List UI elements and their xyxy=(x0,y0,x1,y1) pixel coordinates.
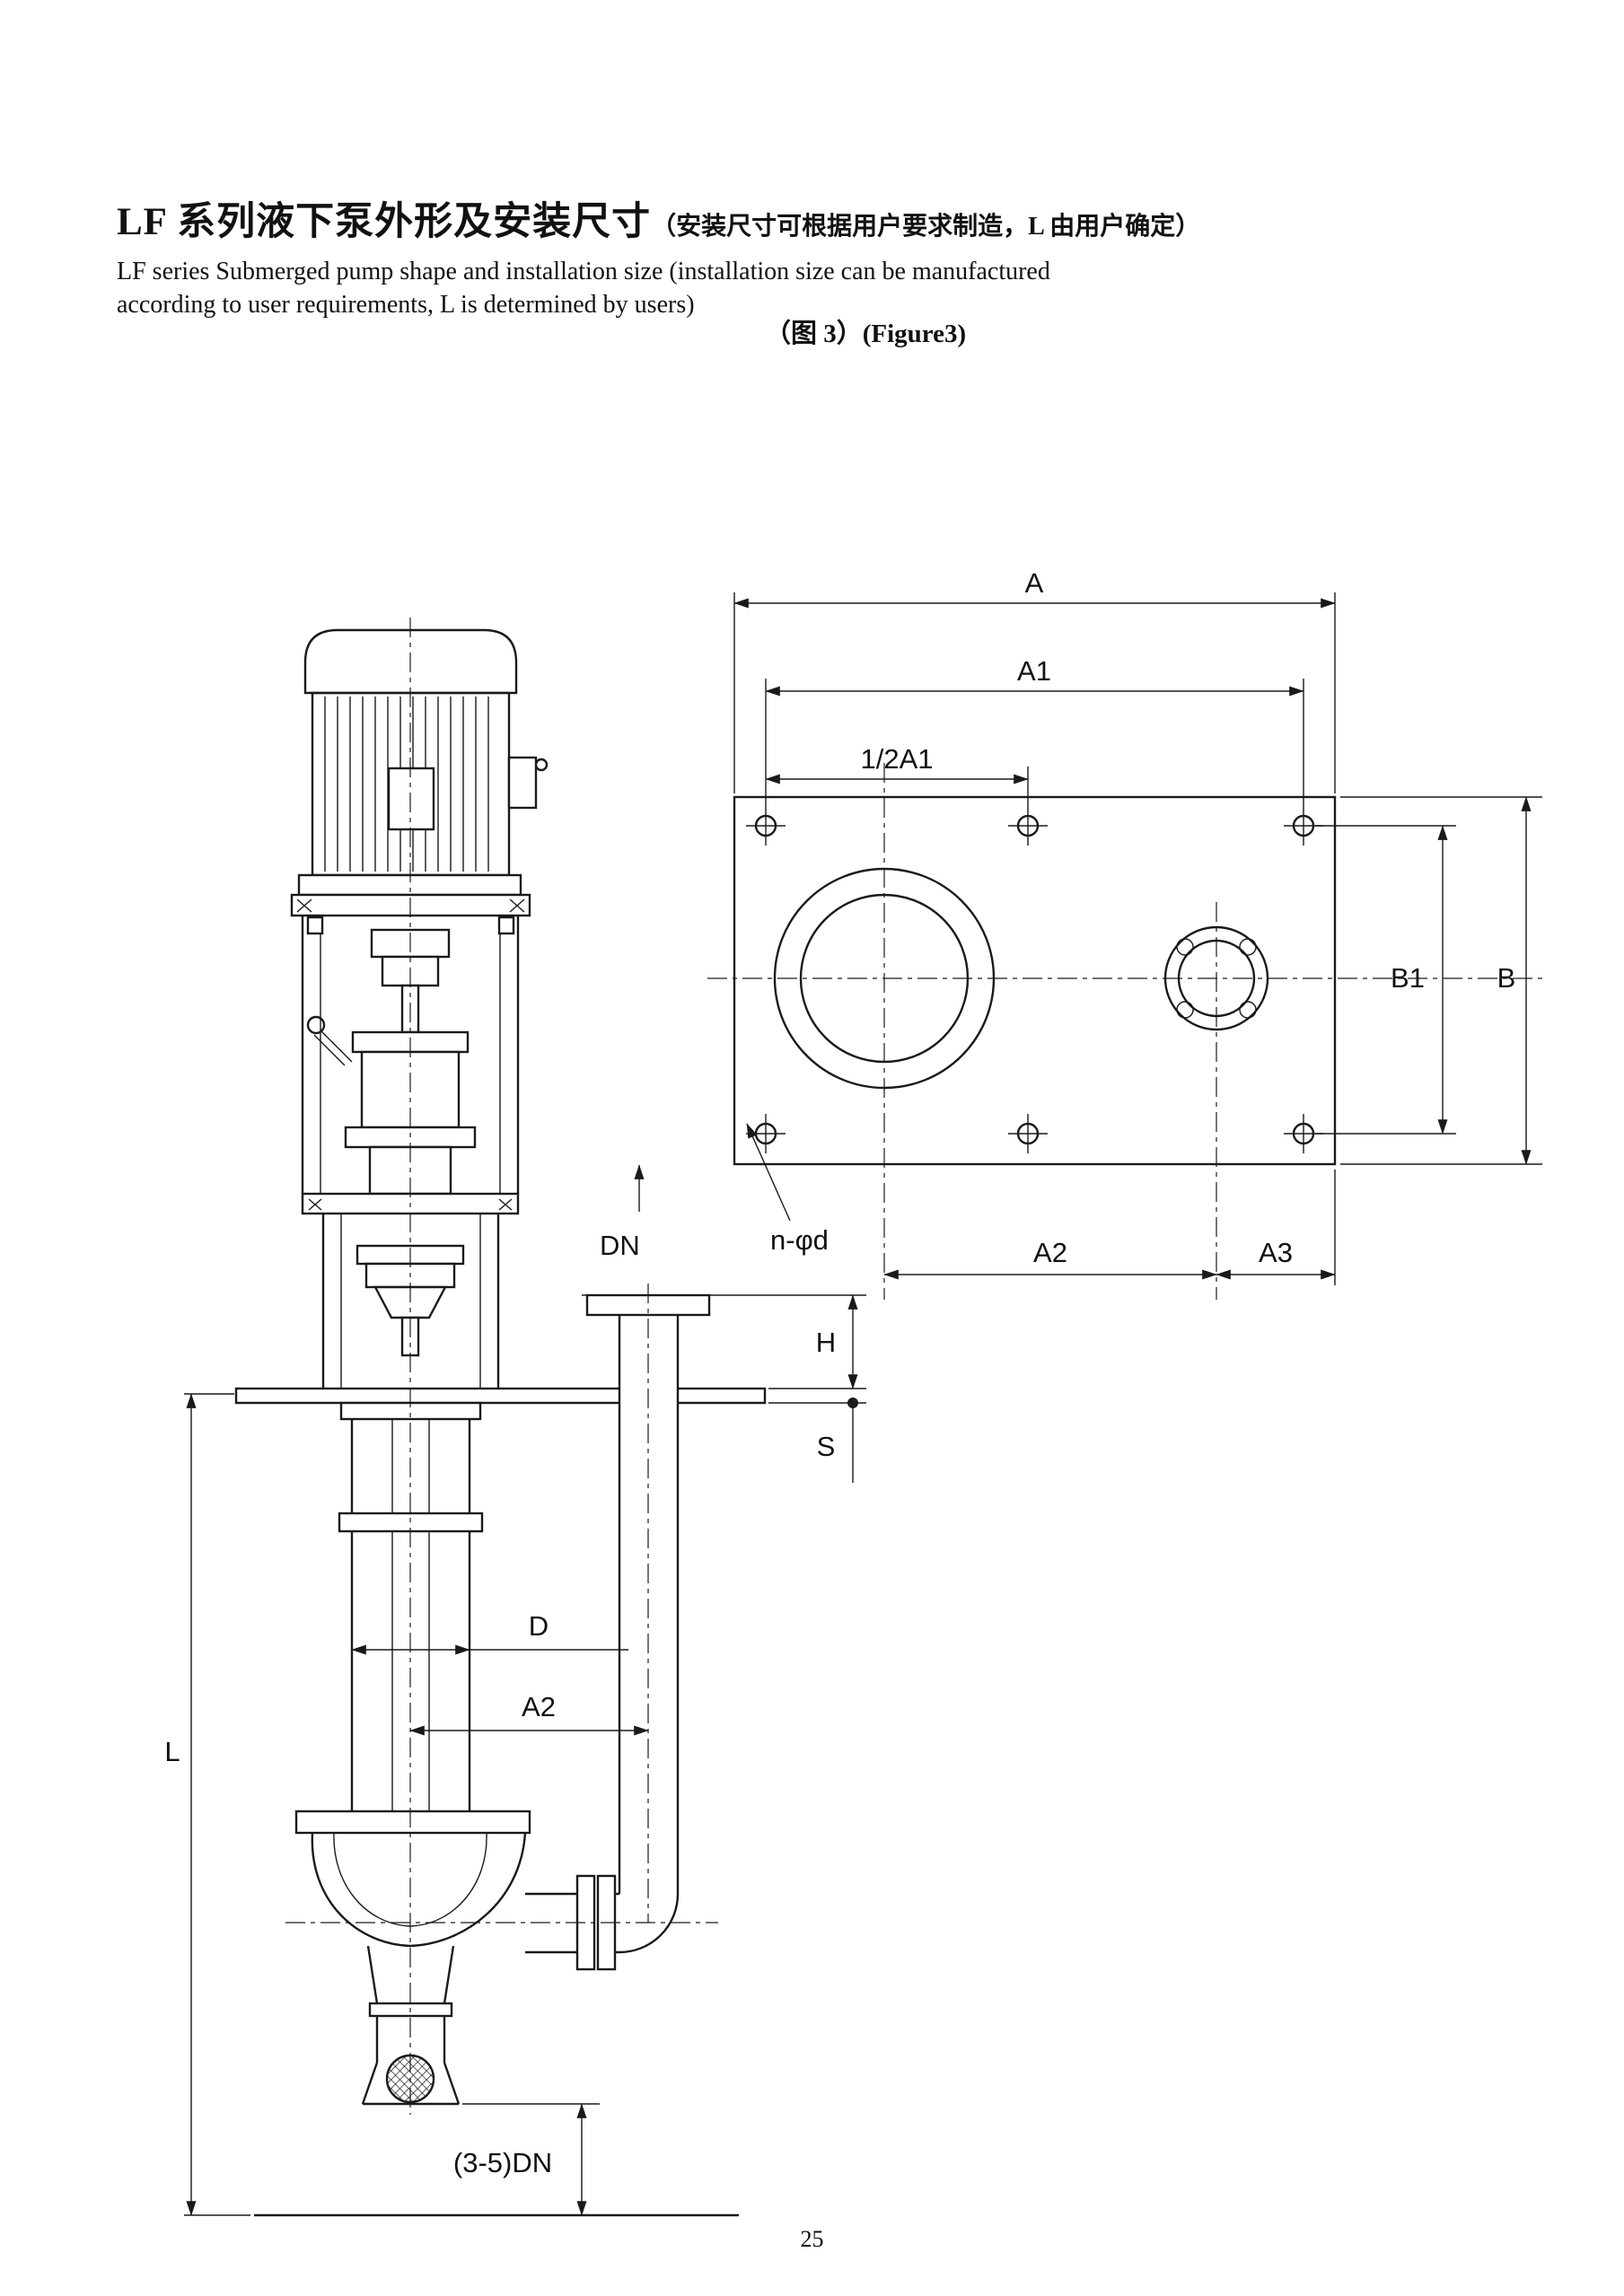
dim-ext-L xyxy=(184,1393,250,2216)
dim-label-a2-plan: A2 xyxy=(1033,1237,1067,1268)
casing-cover-plate xyxy=(294,1810,531,1835)
pump-casing xyxy=(294,1810,531,1948)
motor-base-bolts xyxy=(296,898,525,913)
bolt-hole-leader xyxy=(746,1123,791,1222)
title-note: （安装尺寸可根据用户要求制造，L 由用户确定） xyxy=(651,213,1201,241)
discharge-pipe-walls xyxy=(618,1315,680,1894)
dim-label-dn: DN xyxy=(600,1230,640,1261)
dim-ext-A1 xyxy=(765,679,1304,806)
volute-body xyxy=(311,1832,527,1948)
subtitle-en: LF series Submerged pump shape and insta… xyxy=(117,255,1050,321)
dim-label-n-phi-d: n-φd xyxy=(770,1224,829,1256)
frame-outer-walls xyxy=(301,916,520,1194)
dim-label-l: L xyxy=(164,1736,180,1767)
page-title: LF 系列液下泵外形及安装尺寸（安装尺寸可根据用户要求制造，L 由用户确定） xyxy=(117,190,1200,246)
subtitle-line-1: LF series Submerged pump shape and insta… xyxy=(117,258,1050,285)
dim-label-a3: A3 xyxy=(1259,1237,1293,1268)
base-plate-plan xyxy=(733,795,1337,1166)
grease-cup xyxy=(306,1015,326,1035)
centerlines-elevation xyxy=(285,618,718,2115)
elevation-view: L (3-5)DN D A2 H S DN xyxy=(164,618,866,2217)
flange-bolt-hole xyxy=(1239,1001,1257,1019)
page-number: 25 xyxy=(800,2226,824,2252)
bolt-hole-crosshairs xyxy=(746,806,1323,1153)
flange-bolt-hole xyxy=(1176,1001,1194,1019)
title-zh: LF 系列液下泵外形及安装尺寸 xyxy=(117,201,652,243)
motor-top-cap xyxy=(303,628,518,695)
dim-label-d: D xyxy=(529,1610,549,1642)
dim-label-b: B xyxy=(1497,962,1516,994)
dim-ext-B1 xyxy=(1315,825,1456,1135)
discharge-elbow xyxy=(619,1893,680,1954)
flange-bolt-hole xyxy=(1176,938,1194,956)
motor-terminal-gland xyxy=(534,758,549,772)
stand-outer-walls xyxy=(321,1214,500,1389)
frame-bolt-right xyxy=(497,916,515,935)
motor xyxy=(290,628,549,917)
dim-label-b1: B1 xyxy=(1391,962,1425,994)
dimensions-plan: A A1 1/2A1 B B1 A2 A3 n-φd xyxy=(733,567,1542,1285)
dim-label-s: S xyxy=(817,1431,836,1462)
dim-label-bottom-clearance: (3-5)DN xyxy=(453,2147,552,2178)
dim-label-a2-elevation: A2 xyxy=(522,1691,556,1722)
motor-terminal-box xyxy=(507,756,538,810)
frame-bottom-bolts xyxy=(308,1198,513,1211)
flange-bolt-hole xyxy=(1239,938,1257,956)
dim-label-a: A xyxy=(1025,567,1044,599)
subtitle-line-2: according to user requirements, L is det… xyxy=(117,291,695,319)
dimensions-elevation: L (3-5)DN D A2 H S DN xyxy=(164,1164,866,2216)
frame-inner-walls xyxy=(320,916,501,1194)
centerlines-plan xyxy=(707,763,1546,1300)
plan-view: A A1 1/2A1 B B1 A2 A3 n-φd xyxy=(707,567,1546,1300)
column-inner-tube xyxy=(391,1419,430,1811)
stand-inner-walls xyxy=(340,1214,481,1389)
motor-nameplate xyxy=(387,767,435,831)
mounting-plate-elevation xyxy=(234,1387,767,1405)
suction-pipe xyxy=(375,2016,446,2063)
suction-bell xyxy=(366,1945,455,2004)
dim-ext-A xyxy=(733,592,1336,793)
dim-label-half-a1: 1/2A1 xyxy=(860,743,933,775)
figure-caption: （图 3）(Figure3) xyxy=(765,320,967,348)
pump-discharge-nozzle xyxy=(525,1892,577,1954)
dim-label-a1: A1 xyxy=(1017,655,1051,687)
column-outer-walls xyxy=(350,1419,471,1811)
grease-tube xyxy=(313,1030,353,1066)
frame-bolt-left xyxy=(306,916,324,935)
plate-bolt-holes xyxy=(746,806,1323,1153)
dim-ext-B xyxy=(1340,796,1542,1165)
dim-label-h: H xyxy=(816,1327,836,1358)
